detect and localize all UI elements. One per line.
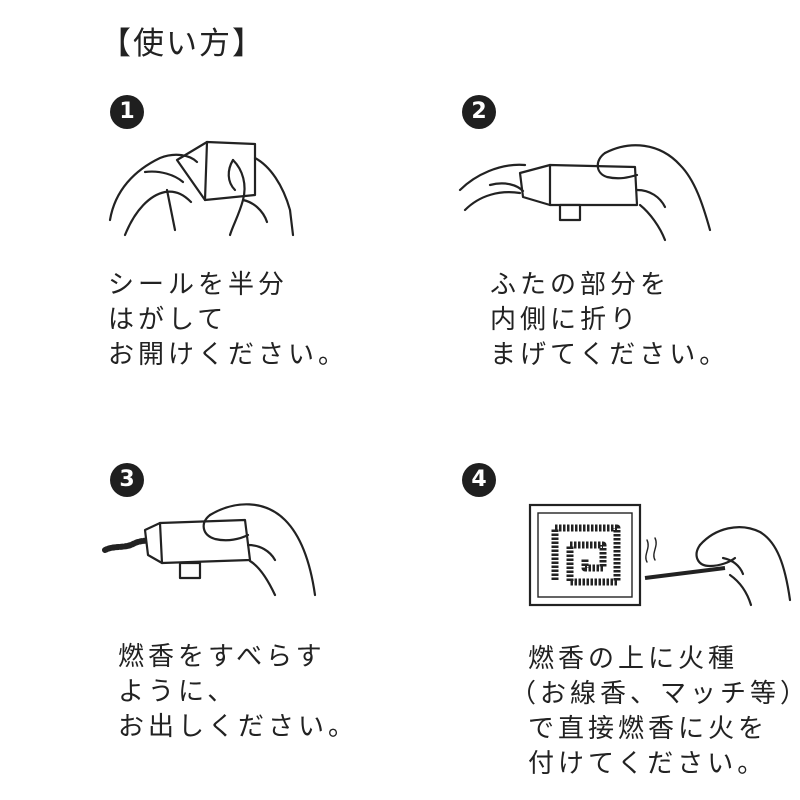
step-2-number-badge: 2 xyxy=(462,95,496,129)
step-3-number-badge: 3 xyxy=(110,463,144,497)
step-4-line-4: 付けてください。 xyxy=(528,749,768,779)
fold-lid-hands-illustration-icon xyxy=(455,135,715,245)
step-2-line-1: ふたの部分を xyxy=(490,270,671,300)
step-4-line-2: （お線香、マッチ等） xyxy=(510,679,800,709)
step-2-instruction: ふたの部分を内側に折りまげてください。 xyxy=(490,268,729,373)
step-1-line-3: お開けください。 xyxy=(108,340,349,370)
light-incense-illustration-icon xyxy=(525,500,795,610)
step-4-instruction: 燃香の上に火種 （お線香、マッチ等） で直接燃香に火を付けてください。 xyxy=(510,642,800,782)
step-4-line-3: で直接燃香に火を xyxy=(528,714,769,744)
slide-out-incense-illustration-icon xyxy=(100,495,320,610)
step-3-line-1: 燃香をすべらす xyxy=(118,642,326,672)
step-4-line-1: 燃香の上に火種 xyxy=(528,644,739,674)
step-1-instruction: シールを半分はがしてお開けください。 xyxy=(108,268,348,373)
step-4-number-badge: 4 xyxy=(462,463,496,497)
step-3-line-3: お出しください。 xyxy=(118,712,359,742)
peel-seal-hands-illustration-icon xyxy=(105,130,295,240)
step-1-line-1: シールを半分 xyxy=(108,270,289,300)
step-1-line-2: はがして xyxy=(108,305,228,335)
step-3-instruction: 燃香をすべらすように、お出しください。 xyxy=(118,640,358,745)
step-2-line-3: まげてください。 xyxy=(490,340,730,370)
step-1-number-badge: 1 xyxy=(110,95,144,129)
step-3-line-2: ように、 xyxy=(118,677,238,707)
page-title: 【使い方】 xyxy=(100,26,265,62)
step-2-line-2: 内側に折り xyxy=(490,305,641,335)
